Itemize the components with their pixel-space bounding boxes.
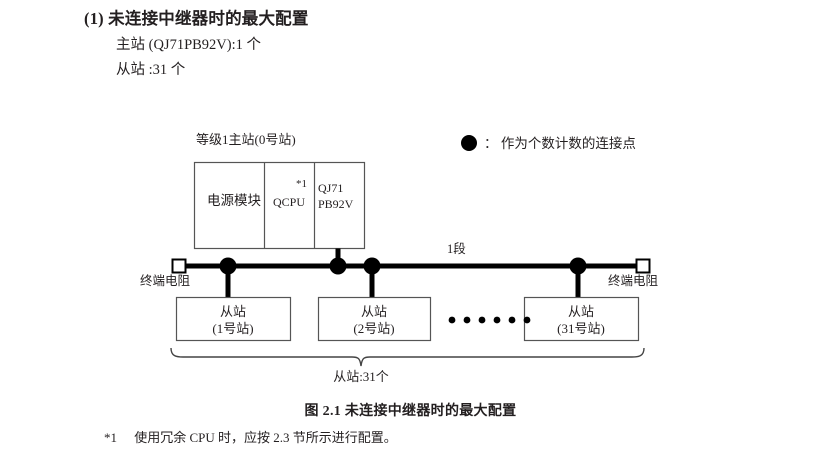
ellipsis-dots <box>448 316 531 324</box>
footnote-text: 使用冗余 CPU 时，应按 2.3 节所示进行配置。 <box>134 430 397 445</box>
slave-station-31-number: (31号站) <box>557 321 605 336</box>
module-cpu-footnote-mark: *1 <box>296 178 307 190</box>
slave-group-total-label: 从站:31个 <box>333 369 389 384</box>
legend-filled-circle-icon <box>461 135 477 151</box>
footnote-mark: *1 <box>104 430 117 445</box>
slave-station-box <box>523 296 640 342</box>
module-cpu-label: QCPU <box>272 195 305 209</box>
terminator-right-label: 终端电阻 <box>608 274 659 288</box>
module-network-label-line2: PB92V <box>318 197 354 211</box>
spec-master-count: 主站 (QJ71PB92V):1 个 <box>116 37 262 53</box>
module-power-label: 电源模块 <box>207 193 261 208</box>
terminator-left-icon <box>171 258 187 274</box>
slave-station-2-number: (2号站) <box>353 321 395 336</box>
slave-station-2-label: 从站 (2号站) <box>318 303 430 337</box>
heading-block: (1) 未连接中继器时的最大配置 主站 (QJ71PB92V):1 个 从站 :… <box>84 8 684 81</box>
slave-station-1-label: 从站 (1号站) <box>176 303 290 337</box>
slave-group-brace <box>170 347 645 367</box>
page-title: (1) 未连接中继器时的最大配置 <box>84 8 684 30</box>
spec-slave-count: 从站 :31 个 <box>116 62 186 78</box>
segment-label: 1段 <box>447 242 466 256</box>
module-network-label-line1: QJ71 <box>318 181 344 195</box>
slave-station-31-name: 从站 <box>567 304 594 319</box>
master-chassis-box <box>193 161 366 250</box>
section-title: 未连接中继器时的最大配置 <box>108 9 309 28</box>
slave-station-2-name: 从站 <box>360 304 387 319</box>
terminator-left-label: 终端电阻 <box>140 274 191 288</box>
connection-node-icon <box>569 257 587 275</box>
connection-node-icon <box>363 257 381 275</box>
slave-station-box <box>175 296 292 342</box>
terminator-right-icon <box>635 258 651 274</box>
footnote: *1 使用冗余 CPU 时，应按 2.3 节所示进行配置。 <box>104 427 397 446</box>
slave-station-31-label: 从站 (31号站) <box>524 303 638 337</box>
master-station-title: 等级1主站(0号站) <box>196 132 296 147</box>
section-number: (1) <box>84 9 104 28</box>
slave-station-1-number: (1号站) <box>212 321 254 336</box>
figure-caption: 图 2.1 未连接中继器时的最大配置 <box>304 404 517 419</box>
slave-station-box <box>317 296 432 342</box>
connection-node-icon <box>219 257 237 275</box>
legend-label: ： 作为个数计数的连接点 <box>484 136 636 151</box>
connection-node-icon <box>329 257 347 275</box>
slave-station-1-name: 从站 <box>219 304 246 319</box>
